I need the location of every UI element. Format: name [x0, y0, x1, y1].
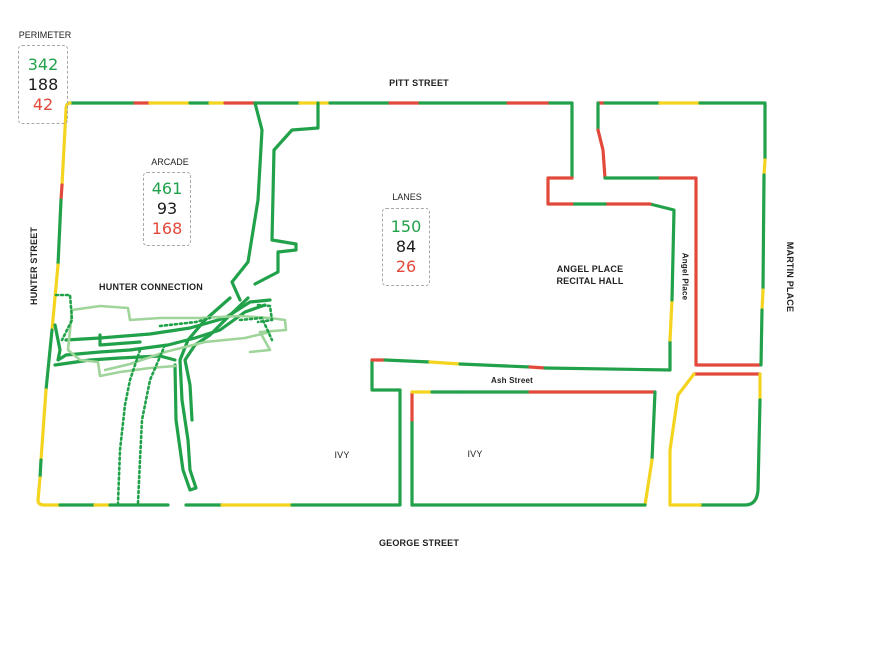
stat-green: 150 — [390, 217, 422, 236]
stat-black: 84 — [395, 237, 417, 256]
stat-red: 42 — [32, 94, 54, 114]
zone-title-perimeter: PERIMETER — [18, 30, 72, 40]
dotted-path — [54, 293, 274, 505]
place-label-angel-place-hall: ANGEL PLACE — [556, 264, 624, 274]
stat-green: 461 — [151, 179, 183, 198]
stat-black: 93 — [156, 199, 178, 218]
secondary-path — [66, 304, 288, 378]
place-label-ash-street: Ash Street — [490, 376, 534, 385]
street-label-martin: MARTIN PLACE — [785, 241, 795, 313]
place-label-ivy-right: IVY — [467, 449, 483, 459]
perimeter-path — [36, 101, 767, 507]
stat-red: 168 — [151, 219, 183, 238]
stat-red: 26 — [395, 257, 417, 276]
place-label-angel-place-lane: Angel Place — [680, 252, 690, 301]
street-label-george: GEORGE STREET — [378, 538, 460, 548]
zone-title-arcade: ARCADE — [151, 157, 189, 167]
place-label-ivy-left: IVY — [334, 450, 350, 460]
zone-stats-lanes: 150 84 26 — [382, 208, 430, 286]
street-label-hunter: HUNTER STREET — [29, 226, 39, 305]
zone-title-lanes: LANES — [392, 192, 422, 202]
stat-black: 188 — [27, 74, 59, 94]
street-label-pitt: PITT STREET — [389, 78, 449, 88]
stat-green: 342 — [27, 54, 59, 74]
place-label-recital-hall: RECITAL HALL — [556, 276, 624, 286]
zone-stats-arcade: 461 93 168 — [143, 172, 191, 246]
zone-stats-perimeter: 342 188 42 — [18, 45, 68, 124]
place-label-hunter-connection: HUNTER CONNECTION — [99, 282, 203, 292]
